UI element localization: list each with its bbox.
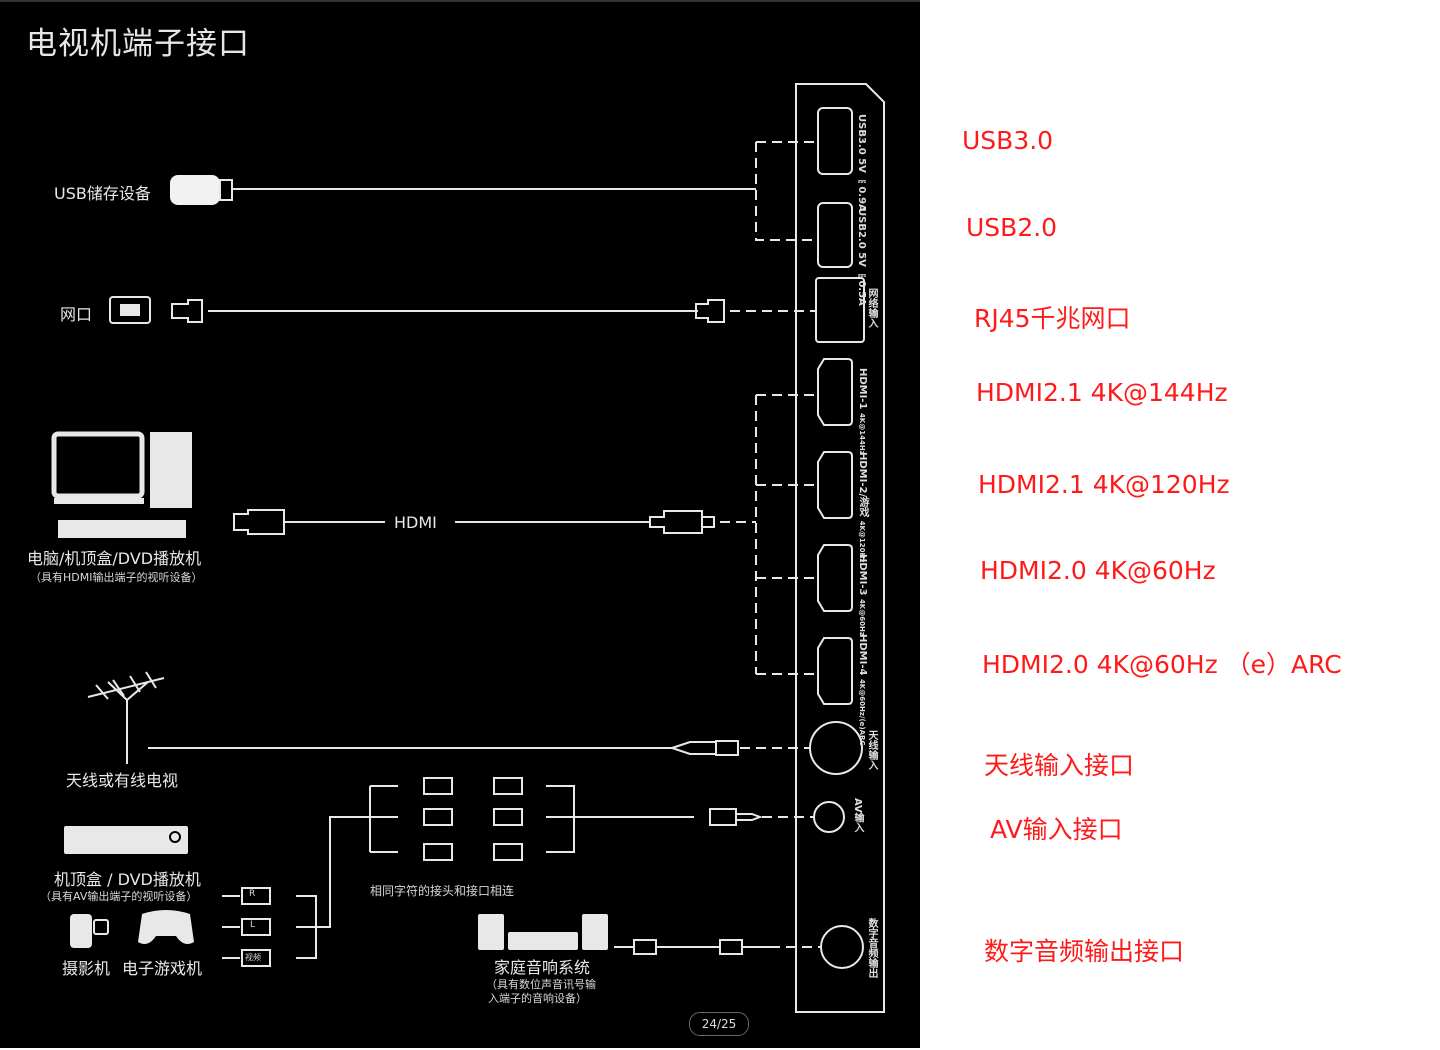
- hdmi-ports: [817, 358, 853, 705]
- port-label-usb2: USB2.0 5V ⎓0.5A: [856, 208, 867, 306]
- antenna-plug: [668, 740, 739, 756]
- optical-port: [820, 925, 864, 969]
- av-note: 相同字符的接头和接口相连: [370, 884, 515, 898]
- set-top-box-icon: [64, 826, 188, 854]
- audio-sublabel-1: （具有数位声音讯号输: [486, 978, 596, 991]
- rj45-plug-left: [171, 299, 203, 323]
- port-label-hdmi3: HDMI-3 4K@60Hz: [857, 554, 868, 636]
- usb-plug-icon: [170, 175, 220, 205]
- annotation-antenna: 天线输入接口: [984, 751, 1135, 780]
- usb-storage-label: USB储存设备: [54, 184, 151, 203]
- camcorder-icon: [70, 914, 109, 948]
- annotation-usb3: USB3.0: [962, 126, 1054, 155]
- tv-panel-outline: [795, 83, 885, 1013]
- network-port-icon: [109, 296, 151, 324]
- hdmi2-port: [817, 451, 853, 519]
- annotation-hdmi2: HDMI2.1 4K@120Hz: [978, 470, 1230, 499]
- port-label-hdmi4: HDMI-4 4K@60Hz/(e)ARC: [857, 634, 868, 746]
- annotation-hdmi4: HDMI2.0 4K@60Hz （e）ARC: [982, 650, 1342, 679]
- annotation-optical: 数字音频输出接口: [984, 937, 1185, 966]
- antenna-port: [809, 721, 863, 775]
- pc-label: 电脑/机顶盒/DVD播放机: [27, 549, 202, 568]
- port-label-network: 网络输入: [866, 288, 877, 328]
- hdmi4-port: [817, 637, 853, 705]
- network-label: 网口: [60, 305, 93, 324]
- diagram-panel: 电视机端子接口 USB储存设备 网口 电脑/机顶盒/DVD播放机 （具有HDMI…: [0, 0, 920, 1048]
- usb3-port: [817, 107, 853, 175]
- rca-cables: [222, 777, 763, 967]
- game-console-label: 电子游戏机: [122, 959, 203, 978]
- rca-label-l: L: [250, 920, 256, 930]
- hdmi3-port: [817, 544, 853, 612]
- hdmi-cable-label: HDMI: [394, 513, 437, 532]
- pc-sublabel: （具有HDMI输出端子的视听设备）: [30, 571, 203, 584]
- rca-label-r: R: [249, 889, 256, 899]
- computer-icon: [51, 431, 192, 538]
- antenna-label: 天线或有线电视: [66, 771, 179, 790]
- av-box-sublabel: （具有AV输出端子的视听设备）: [40, 890, 198, 903]
- port-label-usb3: USB3.0 5V ⎓0.9A: [856, 114, 867, 212]
- hdmi1-port: [817, 358, 853, 426]
- antenna-icon: [87, 671, 165, 764]
- av-plug: [709, 808, 737, 826]
- hdmi-plug-right: [649, 510, 715, 534]
- rj45-plug-right: [695, 299, 725, 323]
- port-label-av: AV输入: [852, 798, 863, 833]
- diagram-title: 电视机端子接口: [26, 26, 250, 62]
- annotation-av: AV输入接口: [990, 815, 1123, 844]
- annotation-rj45: RJ45千兆网口: [974, 304, 1131, 333]
- annotation-usb2: USB2.0: [966, 213, 1058, 242]
- av-box-label: 机顶盒 / DVD播放机: [54, 870, 201, 889]
- annotation-hdmi3: HDMI2.0 4K@60Hz: [980, 556, 1216, 585]
- annotation-hdmi1: HDMI2.1 4K@144Hz: [976, 378, 1228, 407]
- audio-sublabel-2: 入端子的音响设备）: [488, 992, 587, 1005]
- page-indicator: 24/25: [689, 1012, 749, 1036]
- connection-diagram: [51, 83, 885, 1013]
- hdmi-plug-left: [233, 509, 285, 535]
- port-label-antenna: 天线输入: [866, 730, 877, 770]
- port-label-hdmi2: HDMI-2/游戏 4K@120Hz: [857, 452, 868, 563]
- audio-system-label: 家庭音响系统: [494, 958, 591, 977]
- rca-label-video: 视频: [245, 953, 261, 962]
- port-label-hdmi1: HDMI-1 4K@144Hz: [857, 368, 868, 455]
- speaker-system-icon: [478, 914, 608, 950]
- gamepad-icon: [138, 910, 194, 944]
- optical-cable: [614, 939, 770, 955]
- port-label-optical: 数字音频输出: [866, 918, 877, 978]
- av-port: [813, 801, 845, 833]
- usb2-port: [817, 202, 853, 268]
- camcorder-label: 摄影机: [62, 959, 111, 978]
